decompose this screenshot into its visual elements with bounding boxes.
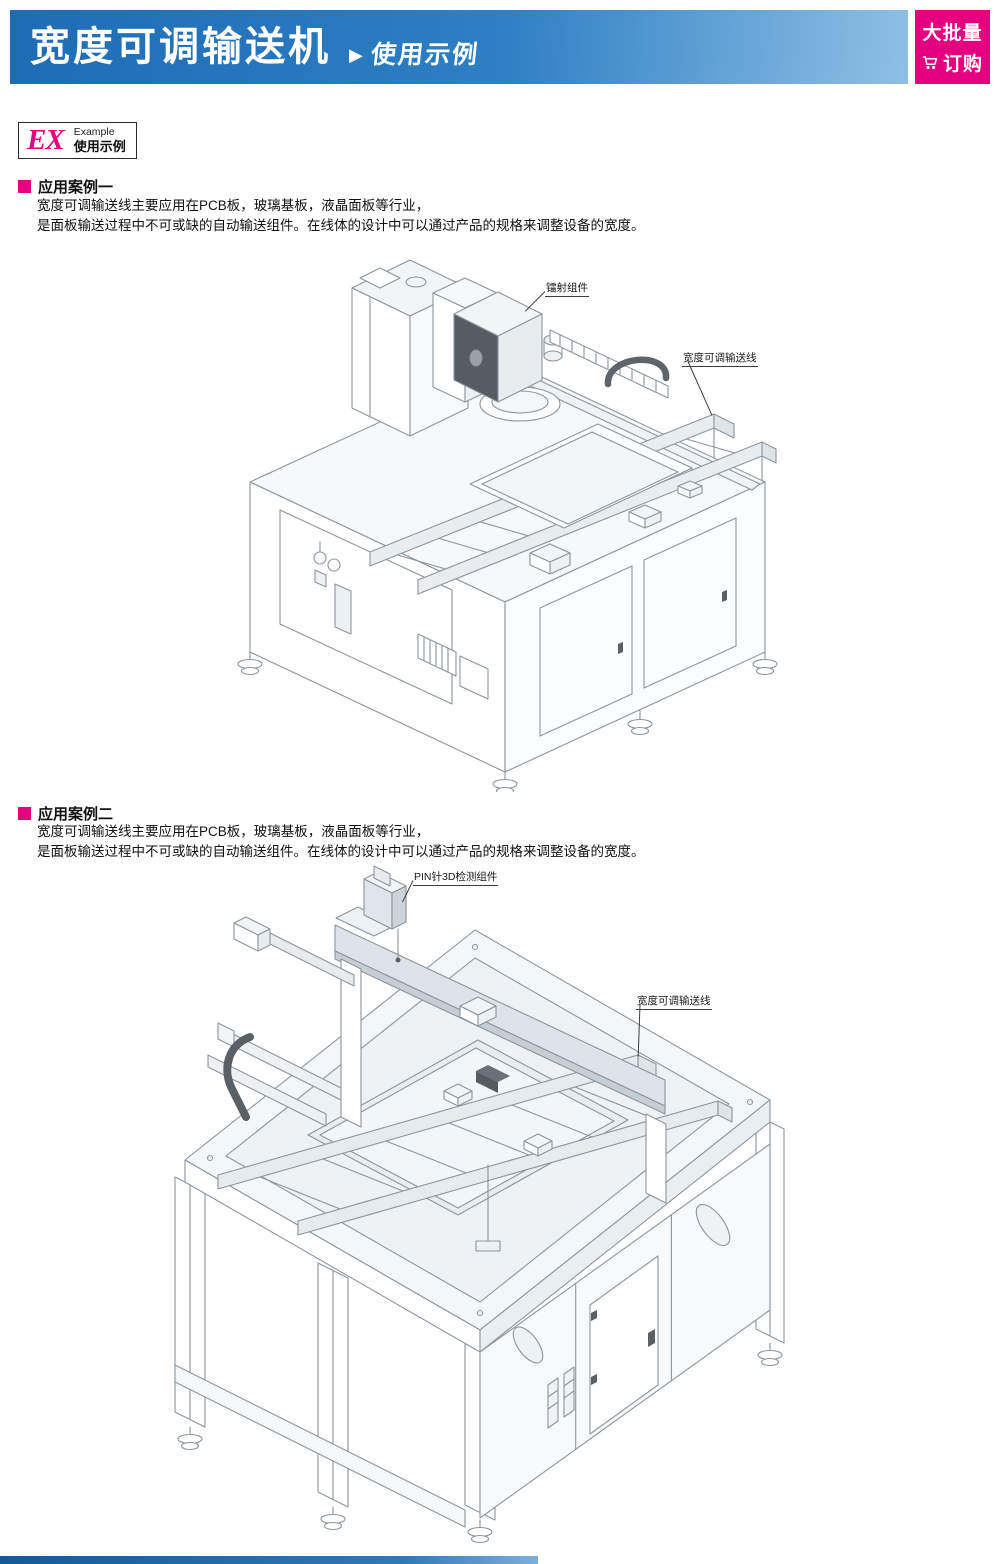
machine-2-feet: [177, 1342, 783, 1544]
machine-2-lower-panel: [479, 1143, 771, 1519]
machine-1-figure: 镭射组件 宽度可调输送线: [220, 252, 780, 796]
machine-2-illustration: [174, 865, 785, 1544]
bulk-order-line1: 大批量: [922, 23, 983, 44]
accent-square-icon: [18, 180, 31, 193]
example-badge-caption-en: Example: [73, 126, 115, 138]
footer-accent-bar: [0, 1556, 538, 1564]
bulk-order-badge: 大批量 订购: [915, 10, 990, 84]
machine-2-figure: PIN针3D检测组件 宽度可调输送线: [158, 865, 848, 1555]
order-cart-icon: [922, 56, 938, 69]
machine-2-gantry: [334, 924, 667, 1204]
example-badge-caption-cn: 使用示例: [73, 139, 126, 155]
callout-adjustable-conveyor-1: 宽度可调输送线: [682, 348, 758, 367]
arrow-right-icon: ▶: [349, 45, 363, 65]
machine-2-pin-unit: [335, 865, 407, 963]
section-2-text-line1: 宽度可调输送线主要应用在PCB板，玻璃基板，液晶面板等行业，: [37, 824, 430, 839]
machine-1-laser-unit: [453, 291, 543, 403]
section-1-text-line2: 是面板输送过程中不可或缺的自动输送组件。在线体的设计中可以通过产品的规格来调整设…: [37, 217, 645, 233]
machine-1-feet: [237, 651, 778, 796]
accent-square-icon: [18, 807, 31, 820]
machine-1-cabinet: [249, 361, 766, 773]
example-badge-code: EX: [27, 124, 65, 157]
section-1-heading: 应用案例一: [18, 176, 113, 197]
section-2-text-line2: 是面板输送过程中不可或缺的自动输送组件。在线体的设计中可以通过产品的规格来调整设…: [37, 843, 645, 859]
header-subtitle-group: ▶ 使用示例: [349, 40, 481, 69]
header-subtitle: 使用示例: [369, 40, 481, 69]
section-1-heading-label: 应用案例一: [38, 179, 114, 196]
callout-pin-3d-module: PIN针3D检测组件: [413, 867, 499, 886]
bulk-order-line2: 订购: [942, 54, 983, 75]
section-2-heading-label: 应用案例二: [38, 806, 114, 823]
machine-2-conveyor: [217, 1054, 733, 1236]
header-banner: 宽度可调输送机 ▶ 使用示例: [10, 10, 908, 84]
section-2-heading: 应用案例二: [18, 803, 113, 824]
callout-adjustable-conveyor-2: 宽度可调输送线: [636, 991, 712, 1010]
example-badge: EX Example 使用示例: [18, 122, 137, 160]
section-2-body: 宽度可调输送线主要应用在PCB板，玻璃基板，液晶面板等行业， 是面板输送过程中不…: [37, 822, 645, 861]
callout-laser-module: 镭射组件: [545, 278, 589, 297]
section-1-text-line1: 宽度可调输送线主要应用在PCB板，玻璃基板，液晶面板等行业，: [37, 198, 430, 213]
page-title: 宽度可调输送机: [30, 25, 331, 69]
section-1-body: 宽度可调输送线主要应用在PCB板，玻璃基板，液晶面板等行业， 是面板输送过程中不…: [37, 196, 645, 235]
machine-1-illustration: [237, 259, 778, 796]
